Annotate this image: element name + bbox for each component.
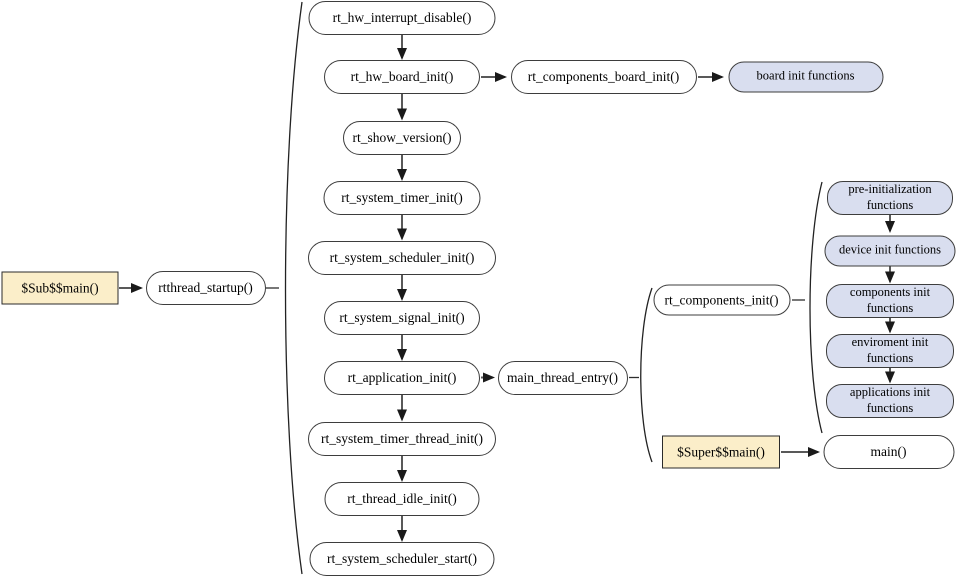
node-rt-system-signal-init: rt_system_signal_init() [324,301,480,335]
brace-components-init [809,181,823,434]
node-rt-components-board-init: rt_components_board_init() [510,60,697,94]
node-main-thread-entry: main_thread_entry() [497,360,628,395]
node-rt-system-timer-thread-init: rt_system_timer_thread_init() [308,421,496,456]
node-rtthread-startup: rtthread_startup() [145,271,266,305]
node-rt-hw-interrupt-disable: rt_hw_interrupt_disable() [308,0,496,35]
node-board-init-functions: board init functions [728,61,883,92]
node-rt-show-version: rt_show_version() [343,120,461,155]
node-rt-components-init: rt_components_init() [653,284,790,316]
node-applications-init-functions: applications init functions [826,383,954,418]
node-rt-system-scheduler-start: rt_system_scheduler_start() [309,542,495,576]
node-rt-system-timer-init: rt_system_timer_init() [323,181,481,215]
node-device-init-functions: device init functions [824,235,956,266]
node-rt-thread-idle-init: rt_thread_idle_init() [324,482,480,516]
node-sub-main: $Sub$$main() [1,271,119,305]
node-rt-hw-board-init: rt_hw_board_init() [324,60,480,94]
node-rt-system-scheduler-init: rt_system_scheduler_init() [308,240,496,275]
brace-rtthread-startup [284,1,303,575]
node-enviroment-init-functions: enviroment init functions [826,333,954,368]
node-main: main() [823,434,954,469]
node-pre-initialization-functions: pre-initialization functions [827,180,953,215]
node-components-init-functions: components init functions [826,283,954,318]
node-rt-application-init: rt_application_init() [324,360,480,395]
brace-main-thread-entry [640,287,653,463]
node-super-main: $Super$$main() [662,435,780,469]
